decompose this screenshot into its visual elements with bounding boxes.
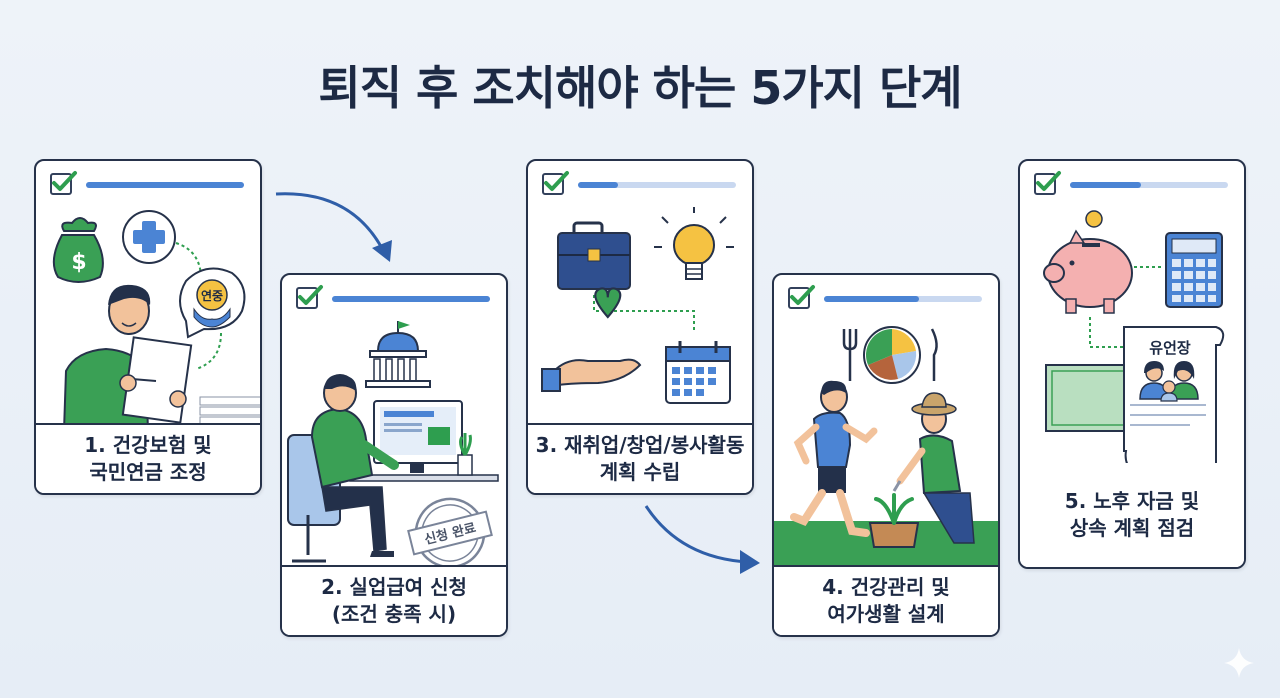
checkbox-icon <box>542 171 569 195</box>
plant-pot-icon <box>868 493 920 548</box>
checkbox-icon <box>788 285 815 309</box>
card-header <box>36 161 260 207</box>
checkbox-icon <box>50 171 77 195</box>
card-header <box>774 275 998 321</box>
retirement-funds-illustration: 유언장 <box>1043 210 1225 472</box>
checkbox-icon <box>1034 171 1061 195</box>
healthy-meal-icon <box>842 326 938 384</box>
bond-certificate-icon <box>1045 364 1131 432</box>
will-document-icon <box>1123 326 1225 472</box>
caption-line-1: 2. 실업급여 신청 <box>321 575 467 599</box>
caption-line-1: 3. 재취업/창업/봉사활동 <box>535 433 745 457</box>
government-building-icon <box>365 321 431 388</box>
gardening-person-icon <box>892 392 975 544</box>
card-header <box>528 161 752 207</box>
health-cross-icon <box>122 210 176 264</box>
person-at-desk-icon <box>287 374 399 563</box>
pension-badge-label: 연중 <box>201 288 223 303</box>
step-card-4: 4. 건강관리 및 여가생활 설계 <box>772 273 1000 637</box>
checkbox-icon <box>296 285 323 309</box>
briefcase-icon <box>557 221 631 290</box>
calendar-icon <box>665 341 731 404</box>
career-planning-illustration <box>541 207 734 404</box>
step-card-2: 신청 완료 2. 실업급여 신청 (조건 충족 시) <box>280 273 508 637</box>
card-header <box>282 275 506 321</box>
caption-line-1: 4. 건강관리 및 <box>822 575 950 599</box>
svg-text:$: $ <box>71 250 86 275</box>
step-caption: 5. 노후 자금 및 상속 계획 점검 <box>1020 463 1244 567</box>
flow-arrow-1-to-2 <box>275 192 392 262</box>
unemployment-application-illustration: 신청 완료 <box>287 321 499 569</box>
family-icon <box>1139 361 1199 402</box>
insurance-pension-illustration: $ 연중 <box>52 210 260 431</box>
step-card-1: $ 연중 <box>34 159 262 495</box>
step-caption: 1. 건강보험 및 국민연금 조정 <box>36 423 260 493</box>
caption-line-2: 여가생활 설계 <box>827 602 945 626</box>
step-caption: 4. 건강관리 및 여가생활 설계 <box>774 565 998 635</box>
caption-line-2: (조건 충족 시) <box>331 602 457 626</box>
health-leisure-illustration <box>774 326 998 571</box>
progress-bar <box>86 182 244 188</box>
step-caption: 2. 실업급여 신청 (조건 충족 시) <box>282 565 506 635</box>
paper-stack-icon <box>199 396 260 426</box>
caption-line-2: 상속 계획 점검 <box>1069 516 1195 540</box>
calculator-icon <box>1165 232 1223 308</box>
pension-bubble-icon <box>179 267 246 339</box>
caption-line-2: 국민연금 조정 <box>89 460 207 484</box>
desk-computer-icon <box>349 400 499 482</box>
progress-bar <box>578 182 736 188</box>
lightbulb-icon <box>654 207 734 280</box>
sparkle-icon <box>1224 648 1254 678</box>
step-card-5: 유언장 5. 노후 자금 및 상속 계획 점검 <box>1018 159 1246 569</box>
money-bag-icon: $ <box>52 217 104 283</box>
step-caption: 3. 재취업/창업/봉사활동 계획 수립 <box>528 423 752 493</box>
caption-line-1: 1. 건강보험 및 <box>84 433 212 457</box>
caption-line-1: 5. 노후 자금 및 <box>1064 489 1200 513</box>
jogging-person-icon <box>790 380 878 537</box>
card-header <box>1020 161 1244 207</box>
piggy-bank-icon <box>1043 210 1133 314</box>
person-writing-icon <box>62 284 193 431</box>
progress-bar <box>824 296 982 302</box>
progress-bar <box>1070 182 1228 188</box>
caption-line-2: 계획 수립 <box>599 460 681 484</box>
will-document-title: 유언장 <box>1149 339 1191 357</box>
page-title: 퇴직 후 조치해야 하는 5가지 단계 <box>318 61 962 115</box>
completion-stamp-icon <box>407 497 493 569</box>
helping-hand-heart-icon <box>541 287 642 392</box>
flow-arrow-3-to-4 <box>644 505 760 574</box>
step-card-3: 3. 재취업/창업/봉사활동 계획 수립 <box>526 159 754 495</box>
progress-bar <box>332 296 490 302</box>
